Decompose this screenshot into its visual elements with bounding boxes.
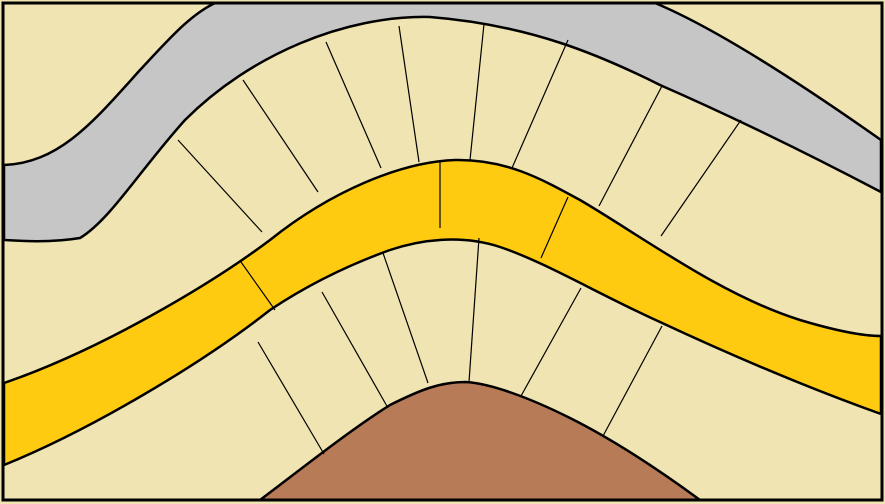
yellow-cleavage-line [540,196,569,259]
lower-cleavage-line [321,291,389,409]
upper-cleavage-line [660,119,742,237]
upper-cleavage-line [511,39,569,169]
upper-cleavage-line [242,79,319,193]
brown-core [258,380,702,502]
lower-cleavage-line [257,341,325,455]
lower-cleavage-line [520,287,582,397]
lower-cleavage-line [382,252,429,384]
upper-cleavage-line [177,139,263,233]
lower-cleavage-line [602,325,663,437]
upper-cleavage-line [598,85,663,207]
upper-cleavage-line [469,23,485,161]
gray-layer [2,1,883,243]
yellow-cleavage-lines [240,160,569,311]
upper-cleavage-line [398,25,420,163]
lower-cleavage-lines [257,237,663,455]
upper-cleavage-line [325,41,382,169]
lower-cleavage-line [468,237,480,383]
yellow-cleavage-line [240,261,276,311]
upper-cleavage-lines [177,23,742,237]
